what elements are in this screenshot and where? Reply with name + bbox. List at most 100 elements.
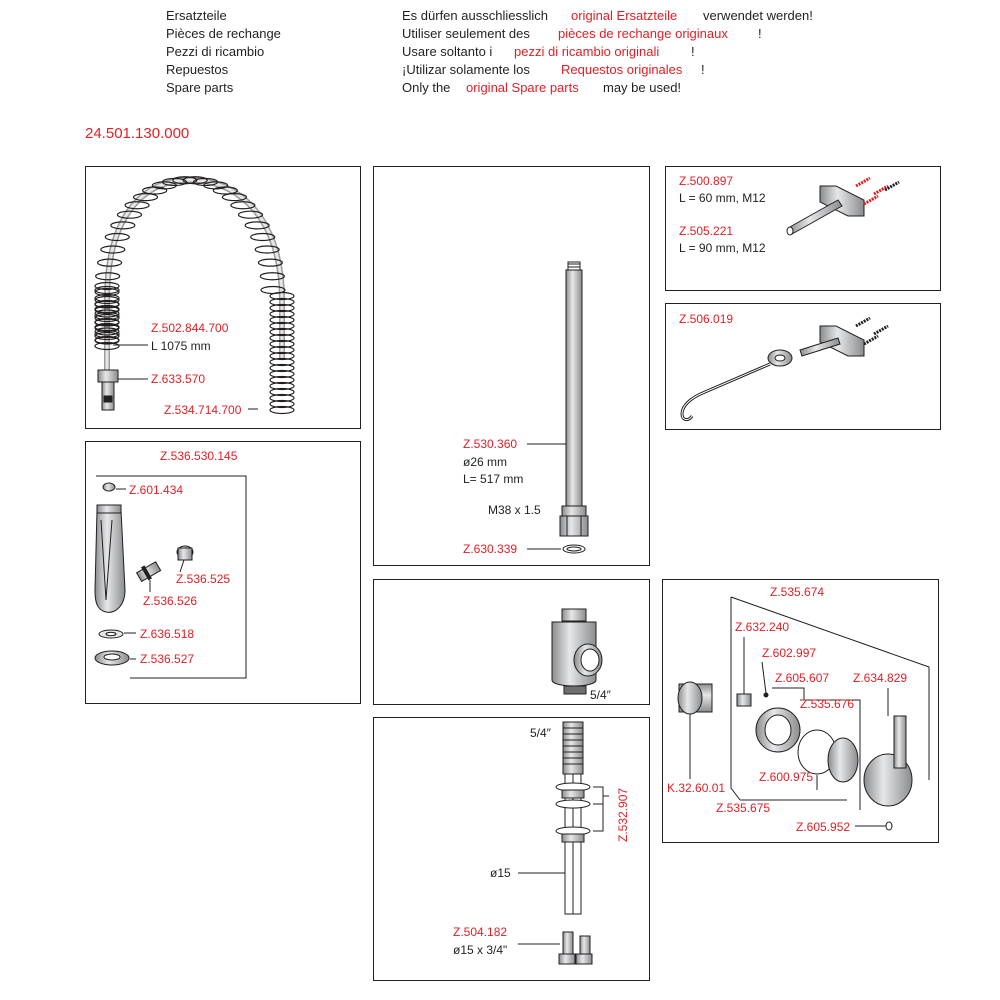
wall-bracket-drawing [786,176,900,236]
spring-coil [269,315,295,325]
pipe-oring-code: Z.630.339 [463,542,518,556]
pipe-drawing [527,261,589,554]
spring-coil [94,331,120,341]
spring-coil [95,272,121,281]
spring-coil [132,193,159,202]
spring-coil [269,303,295,313]
spring-coil [94,317,120,327]
spring-coil [269,297,295,307]
mixer-605607: Z.605.607 [775,671,830,685]
spring-coil [269,309,295,319]
header-lang-de: Ersatzteile [166,8,227,23]
hook-code: Z.506.019 [679,312,734,326]
spring-coil [94,293,120,303]
spring-coil [269,345,295,355]
header-lang-en: Spare parts [166,80,234,95]
header-red-it: pezzi di ricambio originali [514,44,660,59]
panel-mixer [662,579,939,843]
spring-coil [269,405,295,415]
tee-drawing [551,608,603,695]
mixer-535675: Z.535.675 [716,801,771,815]
bracket-code-a: Z.500.897 [679,174,734,188]
spray-part-536525: Z.536.525 [176,572,231,586]
bracket-spec-a: L = 60 mm, M12 [679,191,766,205]
hose-spring-code: Z.534.714.700 [164,403,242,417]
spring-coil [269,363,295,373]
panel-hose [85,166,361,429]
spring-coil [97,258,123,267]
spring-coil [94,323,120,333]
spring-coil [269,333,295,343]
panel-wall-brackets [665,166,941,291]
spring-coil [94,295,120,305]
spring-coil [94,281,120,291]
hose-length: L 1075 mm [151,339,211,353]
spring-coil [172,176,198,185]
spring-coil [94,309,120,318]
header-text-es: ¡Utilizar solamente los [402,62,530,77]
spring-coil [259,272,285,281]
hook-drawing [680,316,889,422]
mixer-cartridge: K.32.60.01 [667,781,726,795]
spring-coil [269,399,295,409]
spring-coil [212,186,238,195]
spray-part-636518: Z.636.518 [140,627,195,641]
spring-coil [94,313,120,323]
header-red-en: original Spare parts [466,80,579,95]
spring-coil [94,311,120,321]
tee-size: 5/4″ [590,688,611,702]
spring-coil [94,335,120,345]
mount-drawing [518,721,609,965]
spring-coil [94,299,120,309]
spring-coil [100,245,126,254]
article-number: 24.501.130.000 [85,125,190,142]
header-lang-fr: Pièces de rechange [166,26,281,41]
spring-coil [269,393,295,403]
mount-top-size: 5/4″ [530,726,551,740]
spring-coil [269,375,295,385]
panel-spray-head [85,441,361,704]
header-post-de: verwendet werden! [703,8,813,23]
hose-nut-code: Z.633.570 [151,372,206,386]
pipe-thread: M38 x 1.5 [488,503,541,517]
pipe-diameter: ø26 mm [463,455,508,469]
spring-coil [269,351,295,361]
spring-coil [230,201,256,210]
panel-mount [373,717,650,981]
spring-coil [244,221,270,230]
spring-coil [94,287,120,297]
mixer-602997: Z.602.997 [762,646,817,660]
panel-hook [665,303,941,430]
spring-coil [250,232,276,242]
spring-coil [269,369,295,379]
spray-part-536526: Z.536.526 [143,594,198,608]
spring-coil [124,201,150,210]
panel-tee [373,579,650,705]
header-text-fr: Utiliser seulement des [402,26,530,41]
mixer-assembly-code: Z.535.674 [770,585,825,599]
spring-coil [116,210,143,219]
spring-coil [269,387,295,397]
pipe-code: Z.530.360 [463,437,518,451]
mixer-632240: Z.632.240 [735,620,790,634]
mount-connector-code: Z.504.182 [453,925,508,939]
spring-coil [269,339,295,349]
spray-part-601434: Z.601.434 [129,483,184,497]
spring-coil [94,305,120,315]
bracket-spec-b: L = 90 mm, M12 [679,241,766,255]
spray-head-drawing [94,475,247,679]
hose-spring [94,176,295,415]
spring-coil [269,357,295,367]
mixer-535676: Z.535.676 [800,697,855,711]
hose-leaders [113,344,258,410]
hose-nut [97,369,119,411]
header-red-de: original Ersatzteile [571,8,678,23]
spring-coil [104,232,130,242]
header-post-es: ! [701,62,705,77]
header-post-en: may be used! [603,80,682,95]
spring-coil [269,291,295,301]
spring-coil [94,285,120,295]
mount-diameter: ø15 [490,866,511,880]
spray-head-assembly-code: Z.536.530.145 [160,449,238,463]
